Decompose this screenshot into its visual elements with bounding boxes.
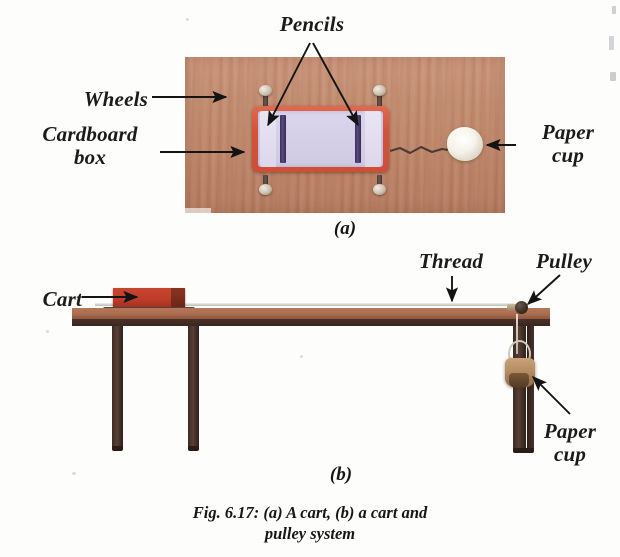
cardboard-box [252,106,389,172]
scan-artifact-3 [610,72,616,81]
bench-leg-right-inner [527,326,534,450]
photo-corner-artifact [185,208,211,213]
thread-panel-b [95,303,515,306]
hanging-thread [516,314,518,354]
bench-top-surface [72,308,550,319]
bench-leg-middle-foot [188,446,199,451]
label-thread: Thread [418,249,484,273]
label-cart: Cart [42,287,82,311]
scan-speck-1 [186,18,189,21]
figure-caption: Fig. 6.17: (a) A cart, (b) a cart and pu… [192,503,428,543]
bench-front-edge [72,319,550,326]
label-pulley: Pulley [535,249,593,273]
panel-b-sublabel: (b) [329,464,353,485]
pencil-left [280,115,286,163]
cart-end-face [171,288,185,309]
cart-panel-b [113,288,185,309]
bench-table [72,308,550,326]
paper-cup-panel-a [447,127,483,161]
label-pencils: Pencils [279,12,345,36]
pulley-wheel [515,301,528,314]
leader-paper-cup-b [531,375,571,415]
wheel-bottom-right [373,184,386,195]
wheel-top-left [259,85,272,96]
label-cardboard-box: Cardboard box [42,122,138,169]
scan-artifact-1 [612,6,616,14]
panel-a-sublabel: (a) [333,218,357,239]
scan-speck-3 [46,330,49,333]
label-wheels: Wheels [83,87,148,111]
axle-top-left [263,92,268,108]
pulley-bracket [507,304,518,311]
scan-speck-5 [300,355,303,358]
paper-cup-rim [452,131,477,152]
box-band-left [260,111,276,167]
label-paper-cup-panel-b: Paper cup [543,419,597,466]
bench-leg-right-foot [513,448,534,453]
scan-speck-4 [72,472,76,475]
leader-pulley [526,274,561,306]
wheel-top-right [373,85,386,96]
axle-bottom-left [263,175,268,191]
thread-panel-a [390,145,448,155]
box-band-right [365,111,381,167]
scan-artifact-2 [609,36,614,50]
pulley [507,300,529,314]
pencil-right [355,115,361,163]
label-paper-cup-panel-a: Paper cup [541,120,595,167]
scan-speck-2 [500,83,503,86]
paper-cup-shadow [509,373,529,388]
wheel-bottom-left [259,184,272,195]
bench-leg-left-foot [112,446,123,451]
axle-top-right [377,92,382,108]
axle-bottom-right [377,175,382,191]
bench-leg-middle [188,326,199,448]
cardboard-box-interior [258,111,383,167]
bench-leg-left [112,326,123,448]
